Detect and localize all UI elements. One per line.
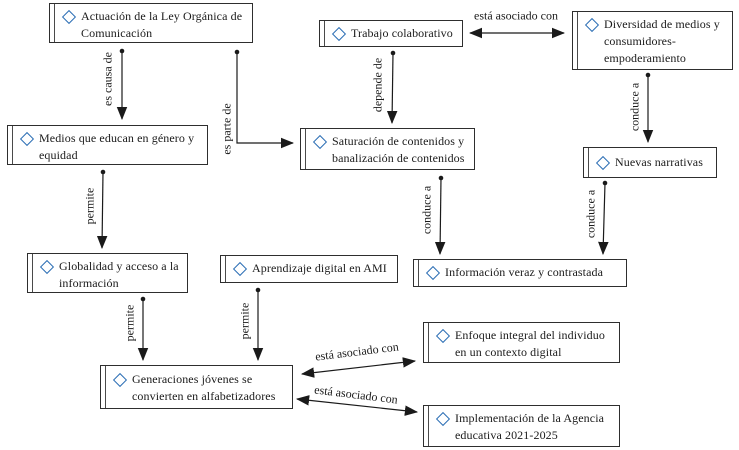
edge-label-esta-asociado-con-top: está asociado con — [474, 8, 558, 23]
edge-label-permite-globalidad: permite — [122, 304, 137, 342]
diamond-icon — [61, 9, 77, 25]
diamond-icon — [331, 26, 347, 42]
node-label: Nuevas narrativas — [615, 155, 703, 169]
node-label: Saturación de contenidos y banalización … — [332, 134, 465, 165]
edge-es-causa-de — [116, 48, 128, 121]
diamond-icon — [435, 328, 451, 344]
edge-label-permite-medios: permite — [82, 187, 97, 225]
diamond-icon — [19, 131, 35, 147]
edge-conduce-a-diversidad — [642, 72, 654, 144]
node-label: Medios que educan en género y equidad — [39, 131, 195, 162]
node-label: Aprendizaje digital en AMI — [252, 261, 387, 275]
edge-conduce-a-saturacion — [434, 175, 446, 256]
node-generaciones-jovenes[interactable]: Generaciones jóvenes se convierten en al… — [100, 365, 293, 409]
diamond-icon — [435, 411, 451, 427]
node-enfoque-integral[interactable]: Enfoque integral del individuo en un con… — [423, 322, 620, 363]
edge-label-permite-aprendizaje: permite — [237, 302, 252, 340]
diamond-icon — [312, 134, 328, 150]
node-label: Actuación de la Ley Orgánica de Comunica… — [81, 9, 243, 40]
node-label: Globalidad y acceso a la información — [59, 259, 179, 290]
diamond-icon — [112, 372, 128, 388]
node-trabajo-colaborativo[interactable]: Trabajo colaborativo — [319, 20, 463, 47]
node-label: Trabajo colaborativo — [351, 26, 453, 40]
edge-label-conduce-a-saturacion: conduce a — [419, 185, 434, 235]
node-label: Diversidad de medios y consumidores- emp… — [604, 17, 720, 65]
edge-es-parte-de — [234, 49, 295, 149]
diamond-icon — [584, 17, 600, 33]
node-actuacion-ley-organica[interactable]: Actuación de la Ley Orgánica de Comunica… — [49, 3, 253, 43]
node-aprendizaje-digital[interactable]: Aprendizaje digital en AMI — [220, 255, 398, 283]
node-label: Implementación de la Agencia educativa 2… — [455, 411, 605, 442]
edge-permite-globalidad — [137, 296, 149, 362]
node-medios-educan-genero[interactable]: Medios que educan en género y equidad — [7, 125, 208, 165]
edge-label-conduce-a-nuevas: conduce a — [583, 189, 598, 239]
node-saturacion-contenidos[interactable]: Saturación de contenidos y banalización … — [300, 128, 475, 170]
edge-depende-de — [386, 50, 398, 125]
diamond-icon — [232, 261, 248, 277]
edge-label-esta-asociado-con-enfoque: está asociado con — [314, 339, 400, 364]
edge-label-es-parte-de: es parte de — [219, 103, 234, 155]
node-label: Enfoque integral del individuo en un con… — [455, 328, 605, 359]
edge-permite-medios — [96, 169, 108, 250]
edge-permite-aprendizaje — [252, 287, 264, 362]
edge-label-depende-de: depende de — [370, 57, 385, 113]
node-informacion-veraz[interactable]: Información veraz y contrastada — [413, 259, 627, 287]
diamond-icon — [595, 155, 611, 171]
node-diversidad-medios[interactable]: Diversidad de medios y consumidores- emp… — [572, 11, 733, 70]
diamond-icon — [39, 259, 55, 275]
node-label: Información veraz y contrastada — [445, 265, 604, 279]
edge-conduce-a-nuevas — [598, 180, 609, 256]
diamond-icon — [425, 265, 441, 281]
node-implementacion-agencia[interactable]: Implementación de la Agencia educativa 2… — [423, 405, 620, 447]
edge-label-conduce-a-diversidad: conduce a — [627, 82, 642, 132]
node-label: Generaciones jóvenes se convierten en al… — [132, 372, 276, 403]
node-nuevas-narrativas[interactable]: Nuevas narrativas — [583, 147, 717, 178]
node-globalidad-acceso[interactable]: Globalidad y acceso a la información — [27, 253, 188, 293]
edge-label-es-causa-de: es causa de — [100, 52, 115, 106]
edge-label-esta-asociado-con-implementacion: está asociado con — [313, 382, 399, 407]
